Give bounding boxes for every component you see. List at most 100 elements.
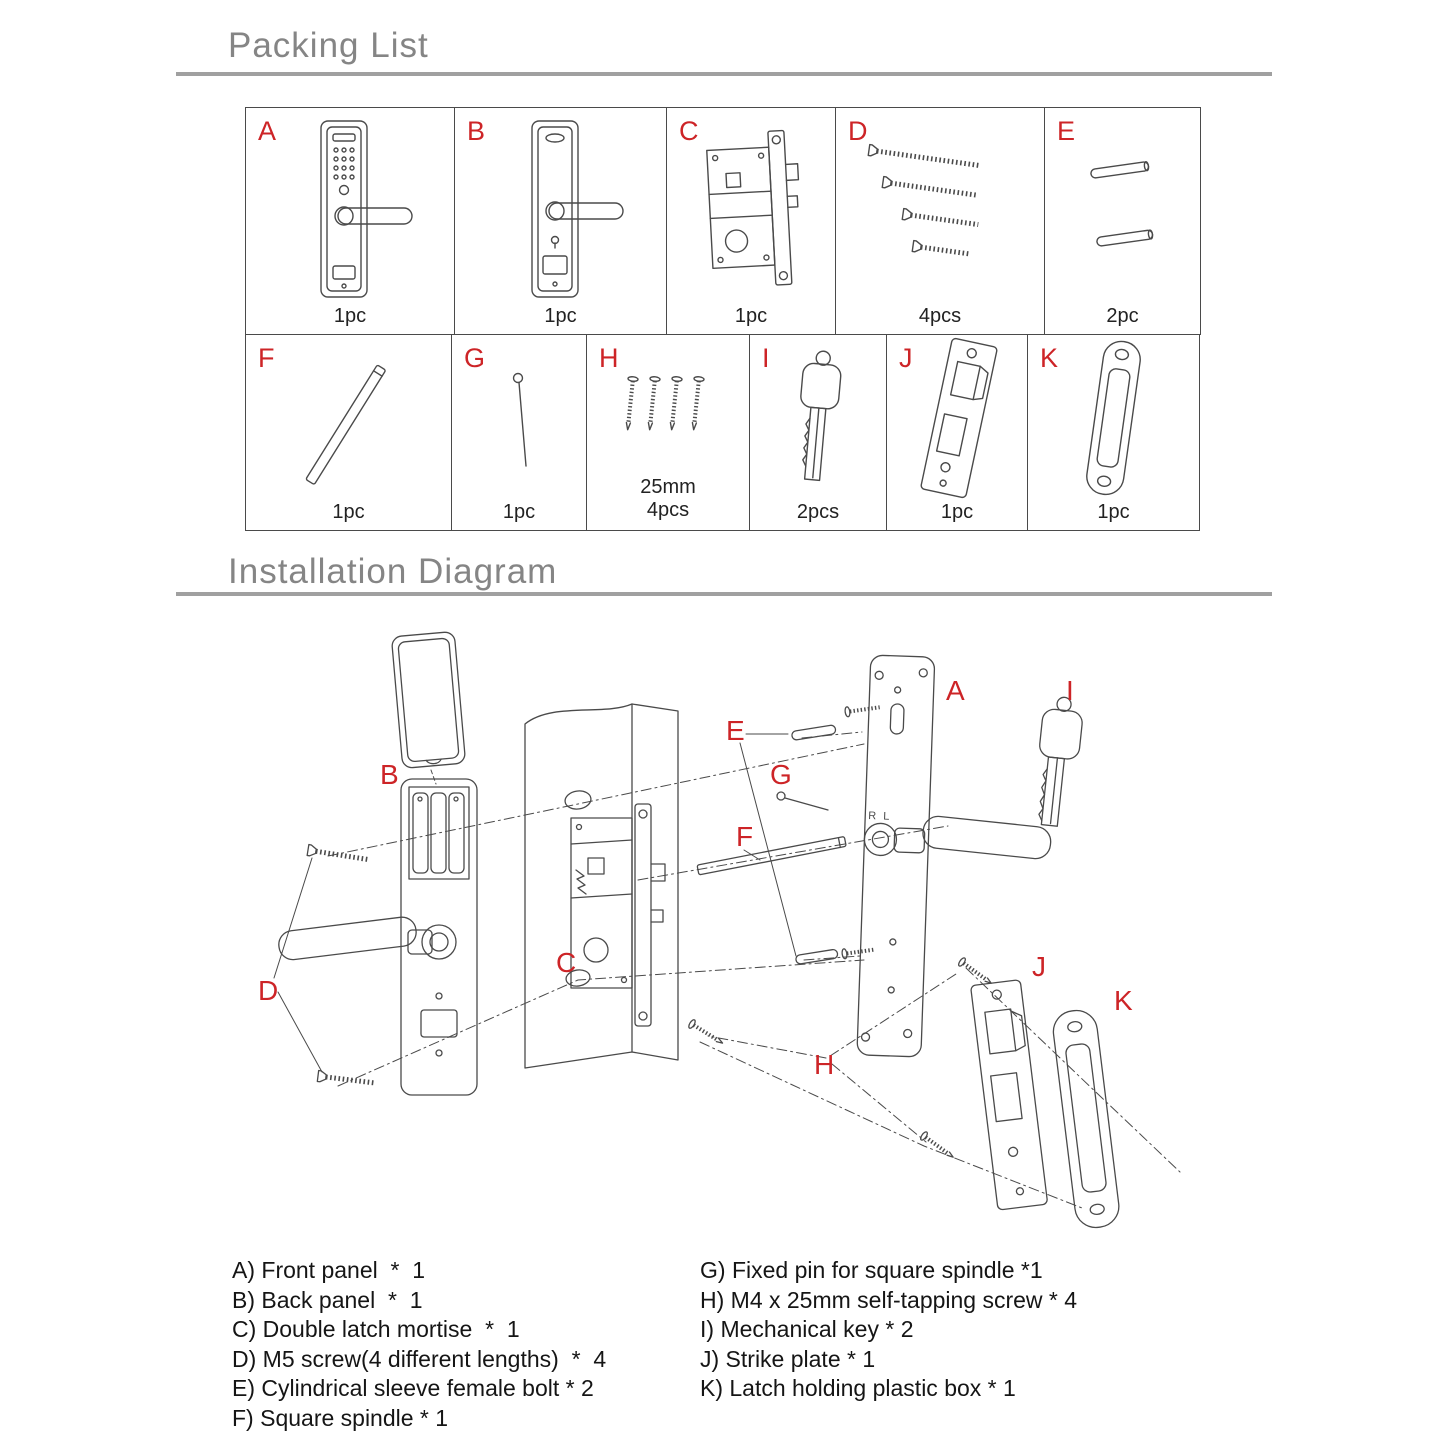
m5-screw-short [841, 947, 875, 960]
part-qty-j: 1pc [940, 501, 974, 523]
square-spindle [696, 836, 847, 876]
m5-screw-long [306, 843, 368, 862]
fixed-pin [776, 791, 829, 811]
part-label-a: A [258, 116, 277, 146]
tapping-screw [688, 1019, 724, 1044]
screw-count: 4pcs [646, 499, 690, 521]
leader-lines [273, 733, 797, 1073]
installation-diagram: R L [258, 631, 1181, 1229]
legend-item-a: A) Front panel * 1 [232, 1257, 426, 1283]
packing-cell-b: B 1pc [454, 107, 667, 335]
legend-item-c: C) Double latch mortise * 1 [232, 1316, 520, 1342]
mortise-lock-icon [706, 129, 800, 286]
installation-title: Installation Diagram [228, 552, 558, 591]
diagram-label-b: B [380, 759, 399, 790]
packing-cell-d: D 4pcs [835, 107, 1045, 335]
tapping-screws-icon [625, 376, 705, 431]
sleeve-bolt [795, 948, 839, 965]
part-label-e: E [1057, 116, 1076, 146]
strike-plate [970, 979, 1048, 1211]
part-qty-k: 1pc [1097, 501, 1130, 523]
packing-list-title: Packing List [228, 26, 429, 65]
legend-item-k: K) Latch holding plastic box * 1 [700, 1375, 1016, 1401]
diagram-labels: A B C D E F G H I J K [258, 675, 1133, 1080]
packing-cell-i: I 2pcs [749, 334, 887, 531]
fixed-pin-icon [512, 372, 527, 467]
part-label-b: B [467, 116, 486, 146]
rl-marking: R L [868, 810, 892, 823]
part-qty-g: 1pc [502, 501, 536, 523]
diagram-label-k: K [1114, 985, 1133, 1016]
packing-cell-f: F 1pc [245, 334, 452, 531]
back-panel [278, 778, 478, 1096]
diagram-label-c: C [556, 947, 576, 978]
part-qty-h: 25mm 4pcs [587, 476, 749, 522]
packing-cell-a: A 1pc [245, 107, 455, 335]
diagram-label-h: H [814, 1049, 834, 1080]
part-qty-c: 1pc [734, 305, 768, 327]
part-label-f: F [258, 343, 275, 373]
square-spindle-icon [305, 364, 386, 485]
sleeve-bolts-icon [1089, 161, 1153, 247]
diagram-label-d: D [258, 975, 278, 1006]
m5-screws-icon [867, 143, 981, 257]
door-section [524, 703, 679, 1069]
legend-left-column: A) Front panel * 1 B) Back panel * 1 C) … [232, 1256, 606, 1433]
diagram-label-e: E [726, 715, 745, 746]
installation-title-rule [176, 592, 1272, 596]
part-label-k: K [1040, 343, 1059, 373]
diagram-label-j: J [1032, 951, 1046, 982]
part-qty-b: 1pc [544, 305, 577, 327]
screw-size: 25mm [640, 476, 696, 498]
packing-cell-h: H 25mm 4p [586, 334, 750, 531]
strike-plate-icon [920, 337, 998, 498]
packing-table-row-2: F 1pc G 1pc H [245, 334, 1200, 531]
part-label-h: H [599, 343, 619, 373]
part-label-i: I [762, 343, 770, 373]
legend-item-b: B) Back panel * 1 [232, 1286, 423, 1313]
m5-screw-short [844, 705, 880, 718]
mortise-lock [570, 803, 666, 1027]
part-qty-i: 2pcs [796, 501, 840, 523]
packing-table-row-1: A 1pc B 1pc [245, 107, 1201, 335]
cover-align-line [430, 769, 437, 785]
packing-cell-j: J 1pc [886, 334, 1028, 531]
part-label-d: D [848, 116, 868, 146]
part-qty-e: 2pc [1106, 305, 1139, 327]
mechanical-key [1038, 696, 1083, 827]
packing-cell-c: C 1pc [666, 107, 836, 335]
legend-item-f: F) Square spindle * 1 [232, 1404, 449, 1431]
tapping-screw [920, 1131, 954, 1158]
packing-title-rule [176, 72, 1272, 76]
packing-cell-e: E 2pc [1044, 107, 1201, 335]
part-qty-f: 1pc [332, 501, 365, 523]
diagram-label-f: F [736, 821, 753, 852]
packing-cell-g: G 1pc [451, 334, 587, 531]
part-qty-a: 1pc [333, 305, 367, 327]
sleeve-bolt [791, 724, 837, 741]
part-label-c: C [679, 116, 699, 146]
latch-box-icon [1085, 340, 1141, 495]
part-label-j: J [899, 343, 913, 373]
legend-item-g: G) Fixed pin for square spindle *1 [700, 1257, 1043, 1283]
back-panel-icon [530, 120, 624, 298]
latch-box [1052, 1009, 1120, 1229]
tapping-screw [958, 957, 992, 984]
part-label-g: G [464, 343, 486, 373]
legend-item-i: I) Mechanical key * 2 [700, 1316, 914, 1342]
front-panel: R L [856, 654, 1052, 1058]
mechanical-key-icon [800, 350, 842, 481]
legend-item-e: E) Cylindrical sleeve female bolt * 2 [232, 1375, 594, 1401]
legend-right-column: G) Fixed pin for square spindle *1 H) M4… [700, 1256, 1077, 1404]
m5-screw-long [316, 1069, 376, 1086]
part-qty-d: 4pcs [918, 305, 962, 327]
packing-cell-k: K 1pc [1027, 334, 1200, 531]
diagram-label-a: A [946, 675, 965, 706]
battery-cover [391, 631, 466, 769]
diagram-label-g: G [770, 759, 792, 790]
legend-item-d: D) M5 screw(4 different lengths) * 4 [232, 1345, 607, 1372]
front-panel-icon [320, 120, 413, 298]
legend-item-j: J) Strike plate * 1 [700, 1345, 876, 1372]
diagram-label-i: I [1066, 675, 1074, 706]
legend-item-h: H) M4 x 25mm self-tapping screw * 4 [700, 1286, 1078, 1313]
